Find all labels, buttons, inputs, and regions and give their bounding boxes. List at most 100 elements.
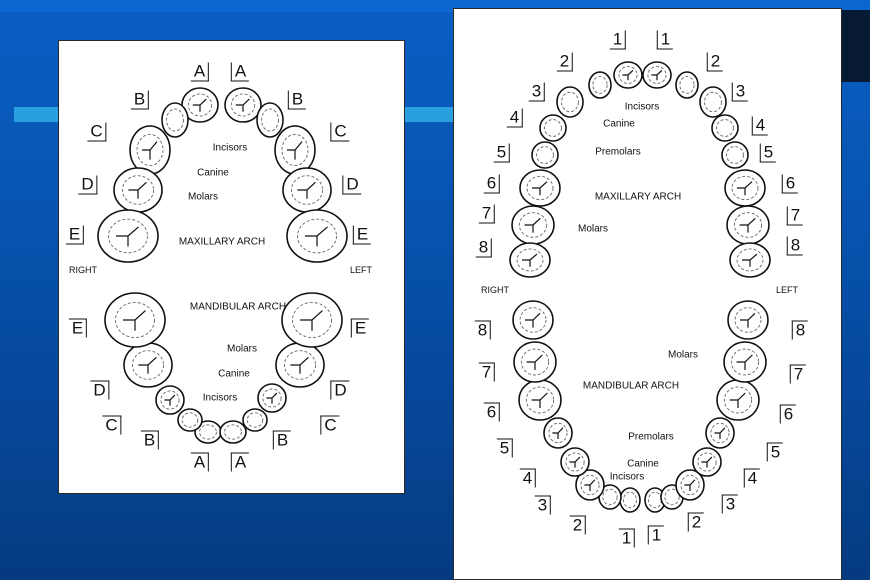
right-left-side-label: LEFT — [775, 285, 799, 295]
permanent-tooth-label-ll: 6 — [779, 404, 797, 424]
permanent-tooth-label-ul: 6 — [781, 174, 799, 194]
left-left-side-label: LEFT — [349, 265, 373, 275]
primary-tooth-label-ul: B — [287, 90, 307, 110]
primary-tooth-label-ur: B — [130, 90, 150, 110]
right-right-side-label: RIGHT — [481, 285, 509, 295]
permanent-teeth-diagram-panel — [453, 8, 842, 580]
permanent-tooth-label-ul: 1 — [656, 30, 674, 50]
permanent-upper-left-tooth — [711, 114, 739, 142]
permanent-tooth-label-ll: 4 — [743, 468, 761, 488]
right-lower-molars-label: Molars — [667, 349, 699, 361]
primary-lower-right-tooth — [123, 342, 173, 388]
primary-lower-left-tooth — [257, 383, 287, 413]
primary-tooth-label-ul: E — [352, 225, 372, 245]
permanent-tooth-label-ur: 1 — [609, 30, 627, 50]
right-mandibular-arch-title: MANDIBULAR ARCH — [582, 380, 680, 392]
primary-tooth-label-ul: C — [330, 122, 350, 142]
right-lower-premolars-label: Premolars — [628, 431, 674, 443]
permanent-lower-left-tooth — [705, 417, 735, 449]
permanent-tooth-label-lr: 5 — [496, 438, 514, 458]
permanent-tooth-label-lr: 7 — [478, 362, 496, 382]
permanent-tooth-label-ul: 5 — [759, 143, 777, 163]
permanent-tooth-label-lr: 3 — [534, 495, 552, 515]
left-upper-molars-label: Molars — [187, 191, 219, 203]
primary-tooth-label-ll: E — [350, 318, 370, 338]
permanent-tooth-label-ul: 7 — [786, 206, 804, 226]
permanent-upper-right-tooth — [511, 205, 555, 245]
permanent-tooth-label-ur: 6 — [483, 174, 501, 194]
primary-tooth-label-ur: A — [190, 62, 210, 82]
primary-tooth-label-ur: D — [78, 175, 98, 195]
permanent-tooth-label-ur: 7 — [478, 204, 496, 224]
permanent-tooth-label-ll: 1 — [647, 525, 665, 545]
permanent-upper-left-tooth — [724, 169, 766, 207]
permanent-tooth-label-ul: 4 — [751, 116, 769, 136]
primary-upper-right-tooth — [97, 209, 159, 263]
permanent-tooth-label-ul: 2 — [706, 52, 724, 72]
left-lower-molars-label: Molars — [226, 343, 258, 355]
right-upper-premolars-label: Premolars — [595, 146, 641, 158]
permanent-lower-right-tooth — [543, 417, 573, 449]
permanent-tooth-label-lr: 2 — [569, 515, 587, 535]
right-maxillary-arch-title: MAXILLARY ARCH — [594, 191, 682, 203]
permanent-upper-left-tooth — [726, 205, 770, 245]
left-lower-canine-label: Canine — [218, 368, 250, 380]
permanent-lower-left-tooth — [716, 379, 760, 421]
primary-tooth-label-ur: C — [87, 122, 107, 142]
permanent-tooth-label-ul: 8 — [786, 236, 804, 256]
right-upper-canine-label: Canine — [603, 118, 635, 130]
right-lower-incisors-label: Incisors — [609, 471, 645, 483]
permanent-lower-right-tooth — [560, 447, 590, 477]
permanent-tooth-label-ul: 3 — [731, 82, 749, 102]
primary-tooth-label-lr: C — [102, 415, 122, 435]
primary-tooth-label-lr: E — [68, 318, 88, 338]
primary-upper-left-tooth — [286, 209, 348, 263]
primary-tooth-label-lr: A — [190, 452, 210, 472]
left-upper-canine-label: Canine — [197, 167, 229, 179]
primary-tooth-label-ul: A — [230, 62, 250, 82]
permanent-lower-left-tooth — [727, 300, 769, 340]
permanent-tooth-label-ll: 3 — [721, 494, 739, 514]
left-right-side-label: RIGHT — [69, 265, 97, 275]
permanent-lower-left-tooth — [675, 469, 705, 501]
permanent-upper-right-tooth — [509, 242, 551, 278]
permanent-tooth-label-ll: 7 — [789, 364, 807, 384]
permanent-tooth-label-ll: 2 — [687, 512, 705, 532]
permanent-lower-left-tooth — [692, 447, 722, 477]
primary-tooth-label-ul: D — [342, 175, 362, 195]
permanent-upper-right-tooth — [588, 71, 612, 99]
primary-lower-right-tooth — [177, 408, 203, 432]
primary-upper-left-tooth — [282, 167, 332, 213]
primary-upper-right-tooth — [161, 102, 189, 138]
right-upper-molars-label: Molars — [577, 223, 609, 235]
permanent-tooth-label-ll: 5 — [766, 442, 784, 462]
primary-tooth-label-ll: B — [272, 430, 292, 450]
left-lower-incisors-label: Incisors — [202, 392, 238, 404]
permanent-lower-left-tooth — [723, 341, 767, 383]
permanent-upper-right-tooth — [556, 86, 584, 118]
slide-corner-block — [840, 10, 870, 82]
permanent-upper-left-tooth — [699, 86, 727, 118]
primary-upper-right-tooth — [129, 125, 171, 175]
permanent-tooth-label-ur: 4 — [506, 108, 524, 128]
primary-lower-left-tooth — [275, 342, 325, 388]
primary-lower-right-tooth — [155, 385, 185, 415]
permanent-tooth-label-ur: 5 — [493, 143, 511, 163]
left-mandibular-arch-title: MANDIBULAR ARCH — [189, 301, 287, 313]
permanent-upper-right-tooth — [531, 141, 559, 169]
primary-tooth-label-lr: B — [140, 430, 160, 450]
right-upper-incisors-label: Incisors — [624, 101, 660, 113]
permanent-upper-left-tooth — [642, 61, 672, 89]
permanent-lower-right-tooth — [518, 379, 562, 421]
permanent-upper-left-tooth — [721, 141, 749, 169]
primary-lower-left-tooth — [242, 408, 268, 432]
primary-upper-left-tooth — [224, 87, 262, 123]
permanent-tooth-label-lr: 4 — [519, 468, 537, 488]
primary-tooth-label-ur: E — [65, 225, 85, 245]
permanent-lower-right-tooth — [619, 487, 641, 513]
primary-lower-left-tooth — [281, 292, 343, 348]
permanent-tooth-label-lr: 8 — [474, 320, 492, 340]
primary-upper-right-tooth — [113, 167, 163, 213]
permanent-lower-right-tooth — [575, 469, 605, 501]
